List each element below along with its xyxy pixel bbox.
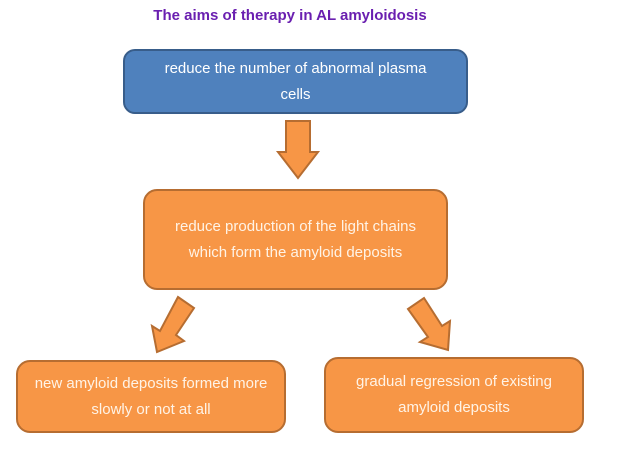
node-reduce-plasma-cells: reduce the number of abnormal plasma cel… [123,49,468,114]
arrow-down-icon [275,120,321,180]
node-label: new amyloid deposits formed more slowly … [34,374,268,418]
node-regression-existing-deposits: gradual regression of existing amyloid d… [324,357,584,433]
node-label: reduce production of the light chains wh… [175,217,416,261]
arrow-down-right-icon [406,296,452,352]
diagram-title: The aims of therapy in AL amyloidosis [153,7,427,24]
node-label: reduce the number of abnormal plasma cel… [164,59,427,103]
node-new-deposits-slower: new amyloid deposits formed more slowly … [16,360,286,433]
arrow-down-left-icon [150,295,196,354]
node-label: gradual regression of existing amyloid d… [356,373,552,416]
node-reduce-light-chains: reduce production of the light chains wh… [143,189,448,290]
